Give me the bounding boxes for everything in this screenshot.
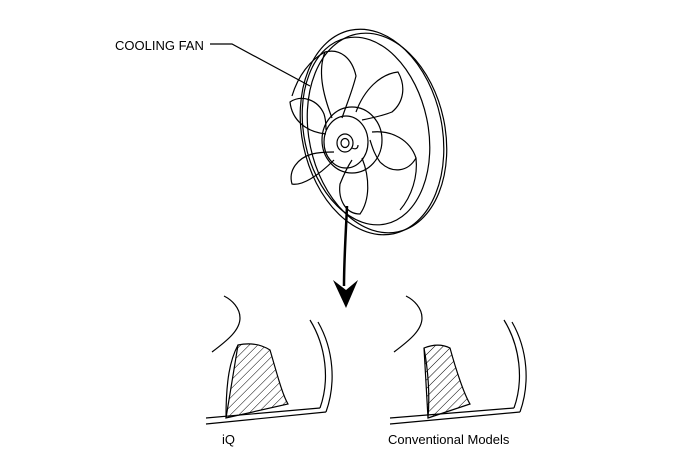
cooling-fan-leader-line: [210, 44, 310, 86]
fan-hub-face: [324, 116, 368, 168]
conventional-blade-detail: [390, 296, 526, 424]
iq-blade-detail: [206, 296, 332, 424]
fan-outer-rim: [282, 16, 462, 249]
conventional-models-label: Conventional Models: [388, 432, 510, 447]
arrow-head-icon: [333, 280, 358, 308]
fan-hub-center: [337, 134, 353, 152]
cooling-fan-label: COOLING FAN: [115, 38, 204, 53]
iq-label: iQ: [222, 432, 235, 447]
cooling-fan-illustration: [210, 16, 465, 249]
detail-arrow: [333, 206, 358, 308]
fan-rim-edge: [289, 20, 464, 246]
fan-hub: [322, 107, 382, 173]
fan-inner-rim: [286, 25, 447, 237]
